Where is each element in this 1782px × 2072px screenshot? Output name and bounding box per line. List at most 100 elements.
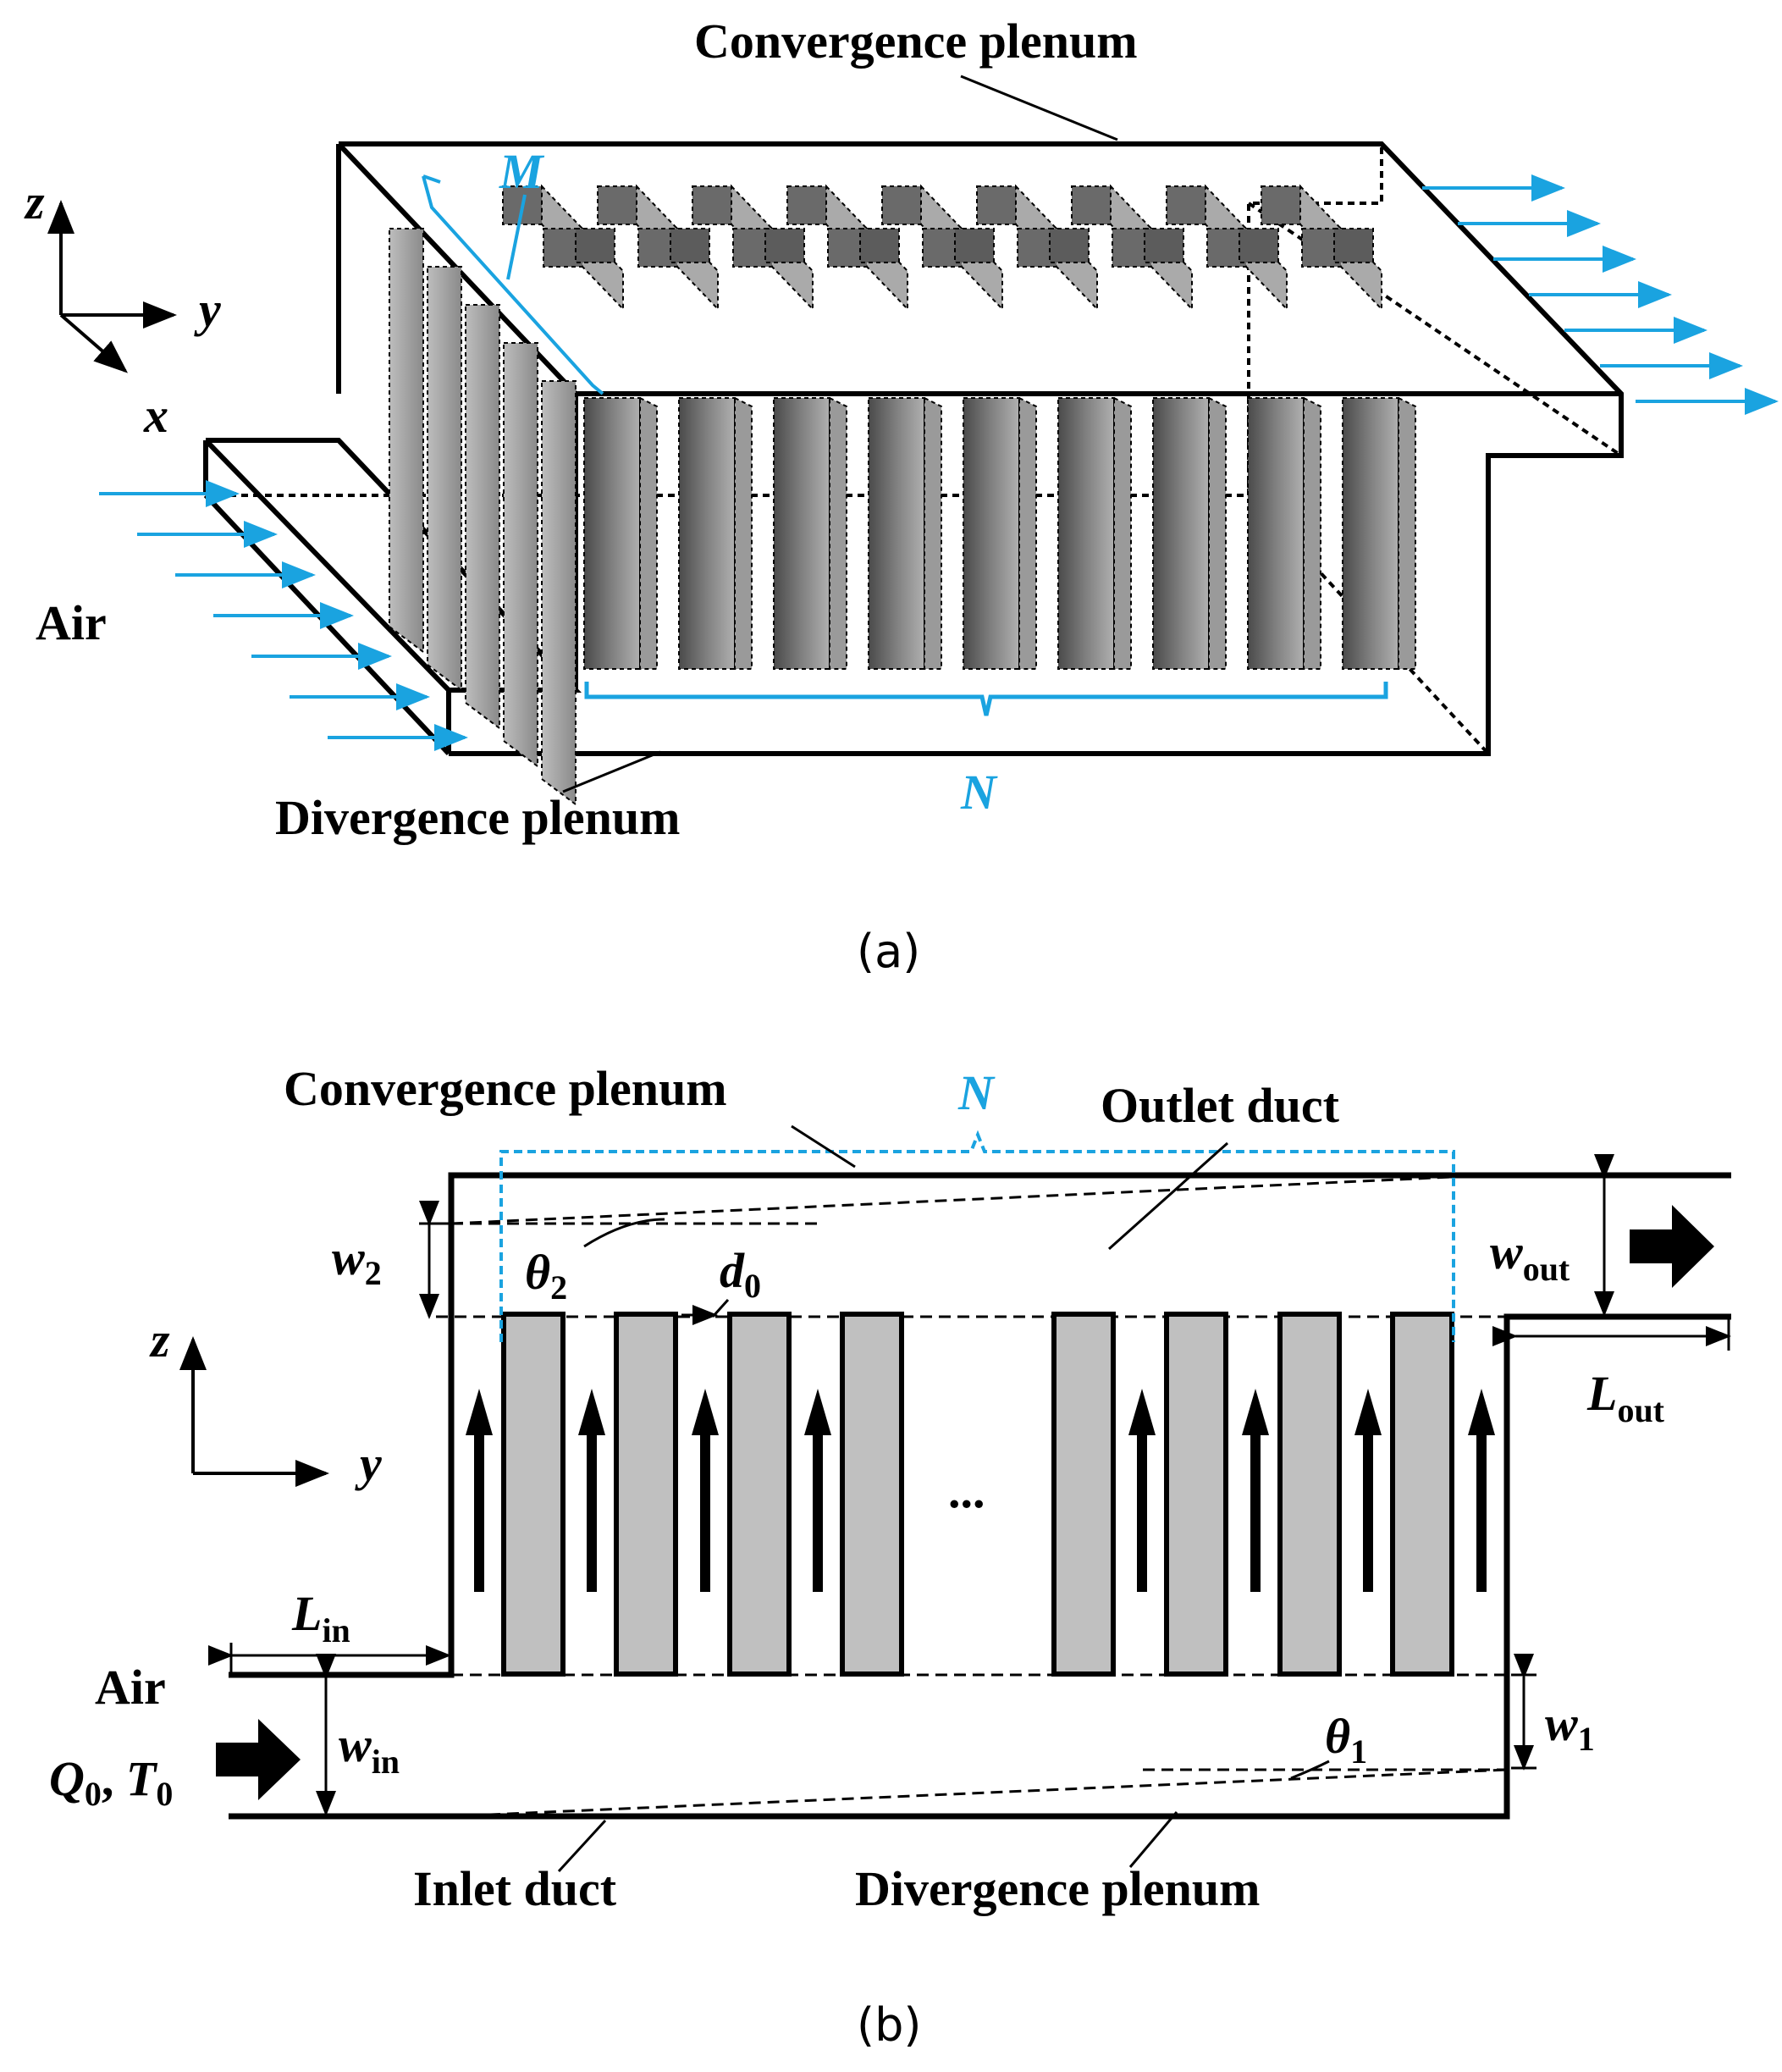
axis-y-label-b: y — [355, 1436, 382, 1491]
fin-front-side — [639, 396, 658, 670]
flow-arrow-shaft — [1363, 1431, 1373, 1592]
leader-divergence-a — [562, 750, 661, 793]
fin-top-front — [1333, 228, 1374, 263]
axis-y-label: y — [194, 282, 221, 337]
label-m: M — [499, 144, 545, 199]
fin-rect — [1051, 1312, 1116, 1677]
leader-inlet-b — [557, 1819, 607, 1873]
fin-top-back — [786, 185, 827, 225]
leader-divergence-b — [1128, 1811, 1178, 1868]
fin-top-back — [881, 185, 922, 225]
leader-outlet-b — [1108, 1141, 1228, 1251]
w2-label: w2 — [332, 1230, 382, 1292]
fin-top-front — [670, 228, 710, 263]
fin-front — [1152, 397, 1210, 670]
flow-arrow-head — [578, 1389, 605, 1435]
fin-top-back — [597, 185, 637, 225]
flow-arrow-shaft — [1476, 1431, 1487, 1592]
axis-z-label-b: z — [149, 1312, 170, 1368]
duct-outline-b — [229, 1172, 1731, 1820]
leader-convergence-a — [960, 75, 1118, 141]
caption-a: (a) — [857, 925, 920, 978]
fin-front-side — [924, 396, 942, 670]
convergence-plenum-label-a: Convergence plenum — [694, 14, 1138, 69]
divergence-plenum-label-b: Divergence plenum — [855, 1861, 1260, 1916]
win-label: win — [339, 1717, 400, 1781]
m-bracket — [422, 174, 604, 395]
fin-front-side — [1208, 396, 1227, 670]
fin-front-side — [1018, 396, 1037, 670]
flow-arrow-shaft — [1137, 1431, 1147, 1592]
axes-b — [179, 1336, 329, 1487]
flow-arrow-shaft — [474, 1431, 484, 1592]
inlet-block-arrow — [216, 1719, 301, 1800]
fin-rect — [840, 1312, 904, 1677]
axis-z-label: z — [24, 174, 45, 229]
label-n-a: N — [960, 765, 998, 820]
fin-top-back — [692, 185, 732, 225]
air-inlet-arrows-a — [99, 480, 468, 751]
flow-arrow-head — [692, 1389, 719, 1435]
axis-x-label: x — [143, 388, 168, 443]
fin-rect — [1390, 1312, 1454, 1677]
fin-front-side — [1113, 396, 1132, 670]
flow-arrow-head — [1128, 1389, 1156, 1435]
fin-side-column — [541, 380, 577, 806]
fin-rect — [1164, 1312, 1228, 1677]
lout-label: Lout — [1586, 1366, 1665, 1429]
fin-rect — [1277, 1312, 1342, 1677]
fin-front — [1057, 397, 1115, 670]
leader-convergence-b — [791, 1124, 856, 1169]
n-brace-b — [499, 1130, 1455, 1342]
axes-a — [47, 200, 177, 373]
fin-top-front — [859, 228, 900, 263]
divergence-plenum-label-a: Divergence plenum — [275, 790, 680, 845]
convergence-plenum-label-b: Convergence plenum — [284, 1061, 727, 1116]
fin-front — [583, 397, 641, 670]
fin-rect — [501, 1312, 565, 1677]
caption-b: (b) — [857, 1998, 921, 2052]
label-n-b: N — [957, 1065, 996, 1120]
fin-top-back — [1166, 185, 1206, 225]
panel-a: z y x — [24, 14, 1779, 978]
fin-front-side — [1303, 396, 1321, 670]
fin-top-front — [1049, 228, 1090, 263]
wout-label: wout — [1490, 1224, 1570, 1288]
channel-flow-arrows — [466, 1389, 1495, 1592]
fin-rect — [727, 1312, 792, 1677]
fin-front — [1342, 397, 1399, 670]
fin-top-back — [1071, 185, 1112, 225]
fin-array-2d — [501, 1312, 1454, 1677]
fin-top-front — [575, 228, 615, 263]
fin-top-front — [954, 228, 995, 263]
panel-b: N z y — [49, 1061, 1731, 2052]
theta2-label: θ2 — [525, 1245, 567, 1307]
air-outlet-arrows-a — [1422, 174, 1779, 415]
fin-top-front — [1144, 228, 1184, 263]
inlet-duct-label: Inlet duct — [413, 1861, 617, 1916]
theta1-label: θ1 — [1325, 1709, 1367, 1771]
fin-front — [1247, 397, 1305, 670]
fin-rect — [614, 1312, 678, 1677]
fin-front — [868, 397, 925, 670]
q0-t0-label: Q0, T0 — [49, 1751, 173, 1813]
flow-arrow-shaft — [587, 1431, 597, 1592]
ellipsis: ... — [948, 1463, 985, 1518]
dimension-lines-b — [208, 1154, 1731, 1816]
fin-side-column — [465, 304, 500, 730]
d0-label: d0 — [720, 1243, 761, 1305]
fin-front-side — [829, 396, 847, 670]
fin-side-column — [389, 228, 424, 654]
flow-arrow-head — [1242, 1389, 1269, 1435]
fin-front — [963, 397, 1020, 670]
flow-arrow-head — [466, 1389, 493, 1435]
fin-front — [773, 397, 830, 670]
fin-top-front — [764, 228, 805, 263]
flow-arrow-head — [1354, 1389, 1382, 1435]
flow-arrow-head — [804, 1389, 831, 1435]
fin-front-side — [734, 396, 753, 670]
lin-label: Lin — [291, 1586, 350, 1649]
flow-arrow-shaft — [813, 1431, 823, 1592]
outlet-block-arrow — [1630, 1205, 1714, 1288]
